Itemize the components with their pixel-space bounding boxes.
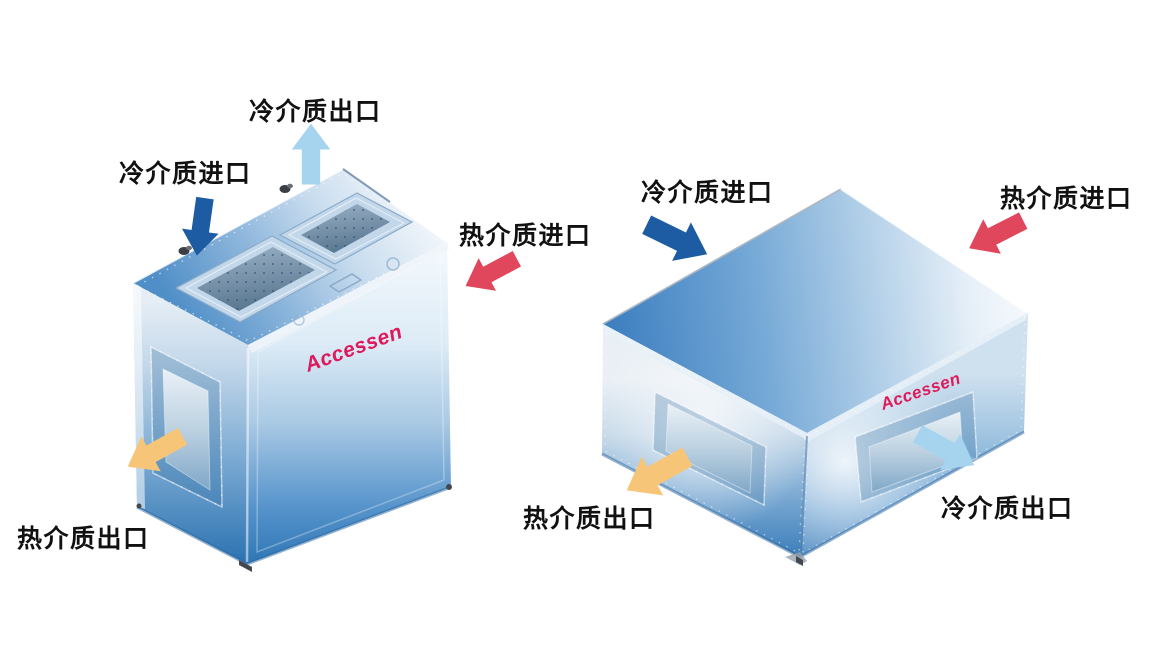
right-hot-outlet-arrow [626, 447, 693, 496]
right-cold-inlet-arrow [642, 215, 708, 261]
right-unit-details [601, 188, 1029, 566]
right-unit-illustration: Accessen [601, 188, 1029, 566]
right-hot-inlet-label: 热介质进口 [1000, 185, 1133, 213]
right-unit-front-panel [854, 390, 978, 504]
left-cold-inlet-label: 冷介质进口 [119, 160, 252, 188]
right-unit-side-panel [652, 390, 767, 507]
right-hot-outlet-label: 热介质出口 [523, 505, 656, 533]
left-hot-outlet-label: 热介质出口 [17, 525, 150, 553]
right-unit-top-face [603, 189, 1028, 433]
left-hot-outlet-arrow [127, 427, 188, 472]
flow-arrows [127, 123, 1028, 496]
left-cold-inlet-arrow [181, 196, 219, 256]
left-unit-illustration: Accessen [132, 167, 452, 572]
right-cold-inlet-label: 冷介质进口 [641, 179, 774, 207]
left-hot-inlet-arrow [465, 251, 521, 291]
left-hot-inlet-label: 热介质进口 [459, 222, 592, 250]
right-cold-outlet-arrow [912, 425, 975, 470]
left-cold-outlet-arrow [291, 123, 331, 185]
left-unit-details [132, 167, 452, 572]
right-hot-inlet-arrow [969, 212, 1028, 254]
left-cold-outlet-label: 冷介质出口 [249, 98, 382, 126]
right-cold-outlet-label: 冷介质出口 [941, 495, 1074, 523]
left-unit-side-panel [150, 345, 223, 509]
